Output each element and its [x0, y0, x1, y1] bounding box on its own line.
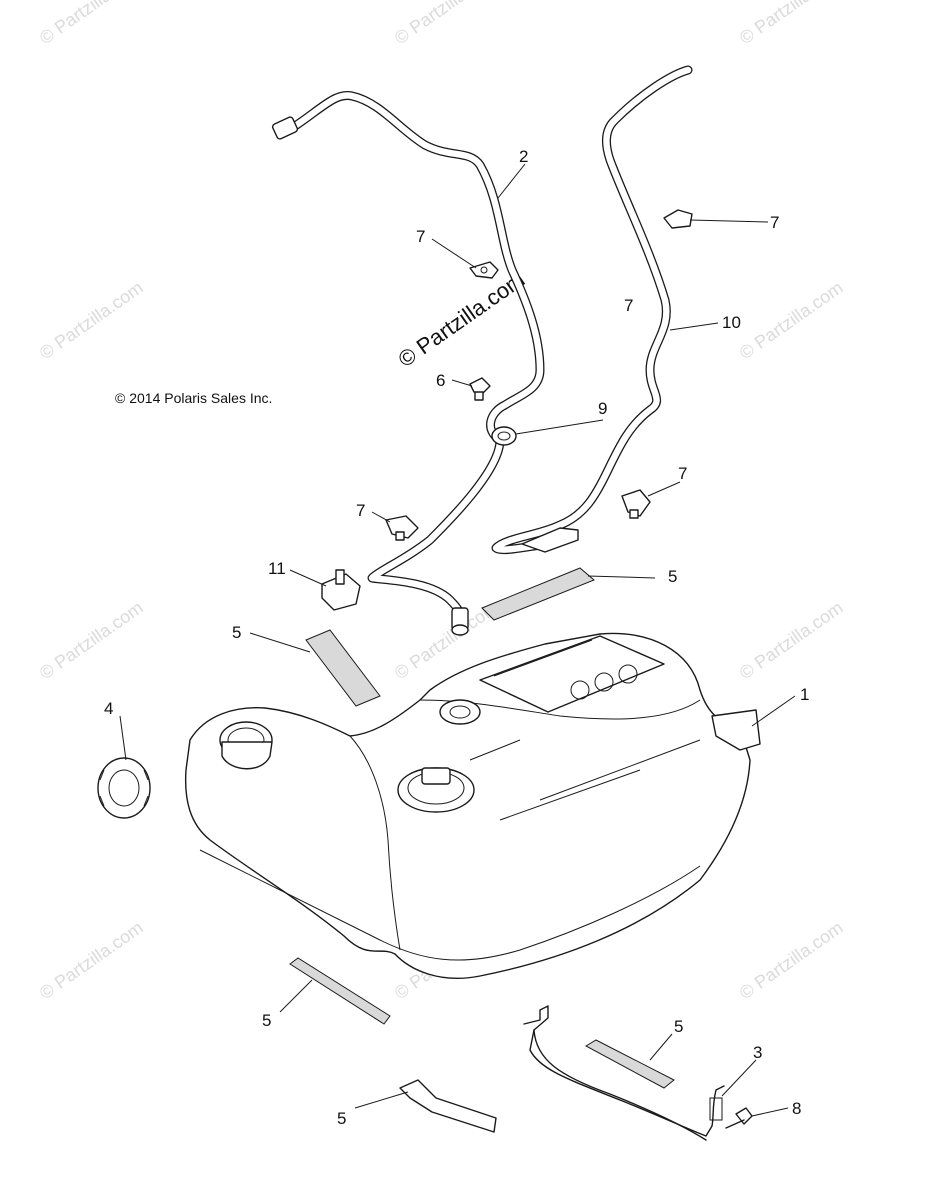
callout-3: 3 [753, 1043, 762, 1062]
part-8-bolt [725, 1107, 753, 1129]
watermark-tile: © Partzilla.com [391, 0, 502, 48]
callout-5: 5 [674, 1017, 683, 1036]
part-7-clip-d [385, 515, 419, 541]
callout-9: 9 [598, 399, 607, 418]
part-2-vent-hose [271, 90, 545, 636]
watermark-tile: © Partzilla.com [36, 0, 147, 48]
callout-7: 7 [356, 501, 365, 520]
part-11-valve [321, 569, 361, 611]
callout-7: 7 [678, 464, 687, 483]
part-5-pad-d [584, 1039, 675, 1089]
watermark-tile: © Partzilla.com [36, 917, 147, 1003]
callout-11: 11 [268, 559, 286, 578]
callout-5: 5 [232, 623, 241, 642]
leader-lines [119, 163, 796, 1117]
watermark-tile: © Partzilla.com [736, 277, 847, 363]
callout-7: 7 [770, 213, 779, 232]
callout-2: 2 [519, 147, 528, 166]
callout-6: 6 [436, 371, 445, 390]
part-9-clamp [491, 426, 517, 446]
callout-5: 5 [262, 1011, 271, 1030]
part-10-vent-hose [491, 65, 693, 555]
part-5-pad-c [289, 957, 391, 1025]
part-7-clip-b [663, 209, 693, 229]
part-3-strap [523, 1005, 725, 1141]
part-1-fuel-tank [184, 632, 761, 980]
part-7-clip-a [469, 261, 499, 279]
watermark-tile: © Partzilla.com [736, 917, 847, 1003]
callout-4: 4 [104, 699, 113, 718]
part-4-fuel-cap [97, 757, 151, 819]
callout-7: 7 [416, 227, 425, 246]
watermark-main: © Partzilla.com [394, 267, 530, 373]
callout-5: 5 [337, 1109, 346, 1128]
copyright-text: © 2014 Polaris Sales Inc. [115, 390, 272, 406]
part-6-clamp [469, 377, 491, 401]
part-5-pad-b [305, 629, 381, 707]
part-7-clip-c [621, 489, 651, 519]
watermark-tile: © Partzilla.com [36, 277, 147, 363]
callout-7: 7 [624, 296, 633, 315]
part-5-pad-a [481, 567, 595, 621]
watermark-tile: © Partzilla.com [736, 0, 847, 48]
watermark-tile: © Partzilla.com [36, 597, 147, 683]
callout-8: 8 [792, 1099, 801, 1118]
callout-1: 1 [800, 685, 809, 704]
callouts: 2 7 7 7 10 6 9 7 7 11 5 5 4 1 5 5 3 8 5 [104, 147, 809, 1128]
watermark-tile: © Partzilla.com [736, 597, 847, 683]
callout-10: 10 [722, 313, 741, 332]
callout-5: 5 [668, 567, 677, 586]
part-5-pad-e [399, 1079, 497, 1133]
